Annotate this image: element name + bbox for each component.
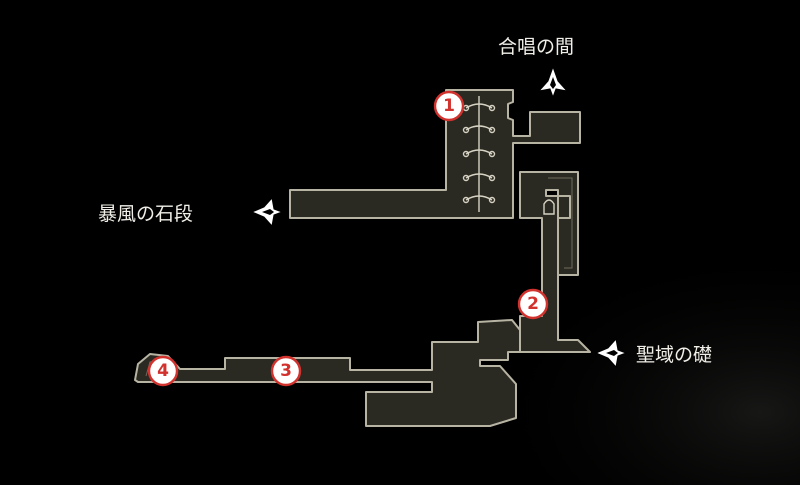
marker-3-label: 3	[280, 361, 292, 381]
shaft-inner-line	[548, 177, 573, 269]
marker-3[interactable]: 3	[270, 355, 302, 387]
exit-label-west: 暴風の石段	[98, 203, 193, 225]
marker-1[interactable]: 1	[433, 90, 465, 122]
lamp-icon	[543, 199, 555, 215]
exit-arrow-icon[interactable]	[537, 65, 569, 99]
marker-2-label: 2	[527, 294, 539, 314]
stair-ornament	[462, 96, 496, 212]
lower-corridor	[134, 319, 521, 427]
upper-corridor	[289, 89, 581, 219]
marker-2[interactable]: 2	[517, 288, 549, 320]
exit-label-east: 聖域の礎	[636, 344, 712, 366]
marker-1-label: 1	[443, 96, 455, 116]
marker-4[interactable]: 4	[147, 355, 179, 387]
exit-label-north: 合唱の間	[498, 36, 574, 58]
exit-arrow-icon[interactable]	[250, 196, 284, 228]
exit-arrow-icon[interactable]	[594, 337, 628, 369]
marker-4-label: 4	[157, 361, 169, 381]
